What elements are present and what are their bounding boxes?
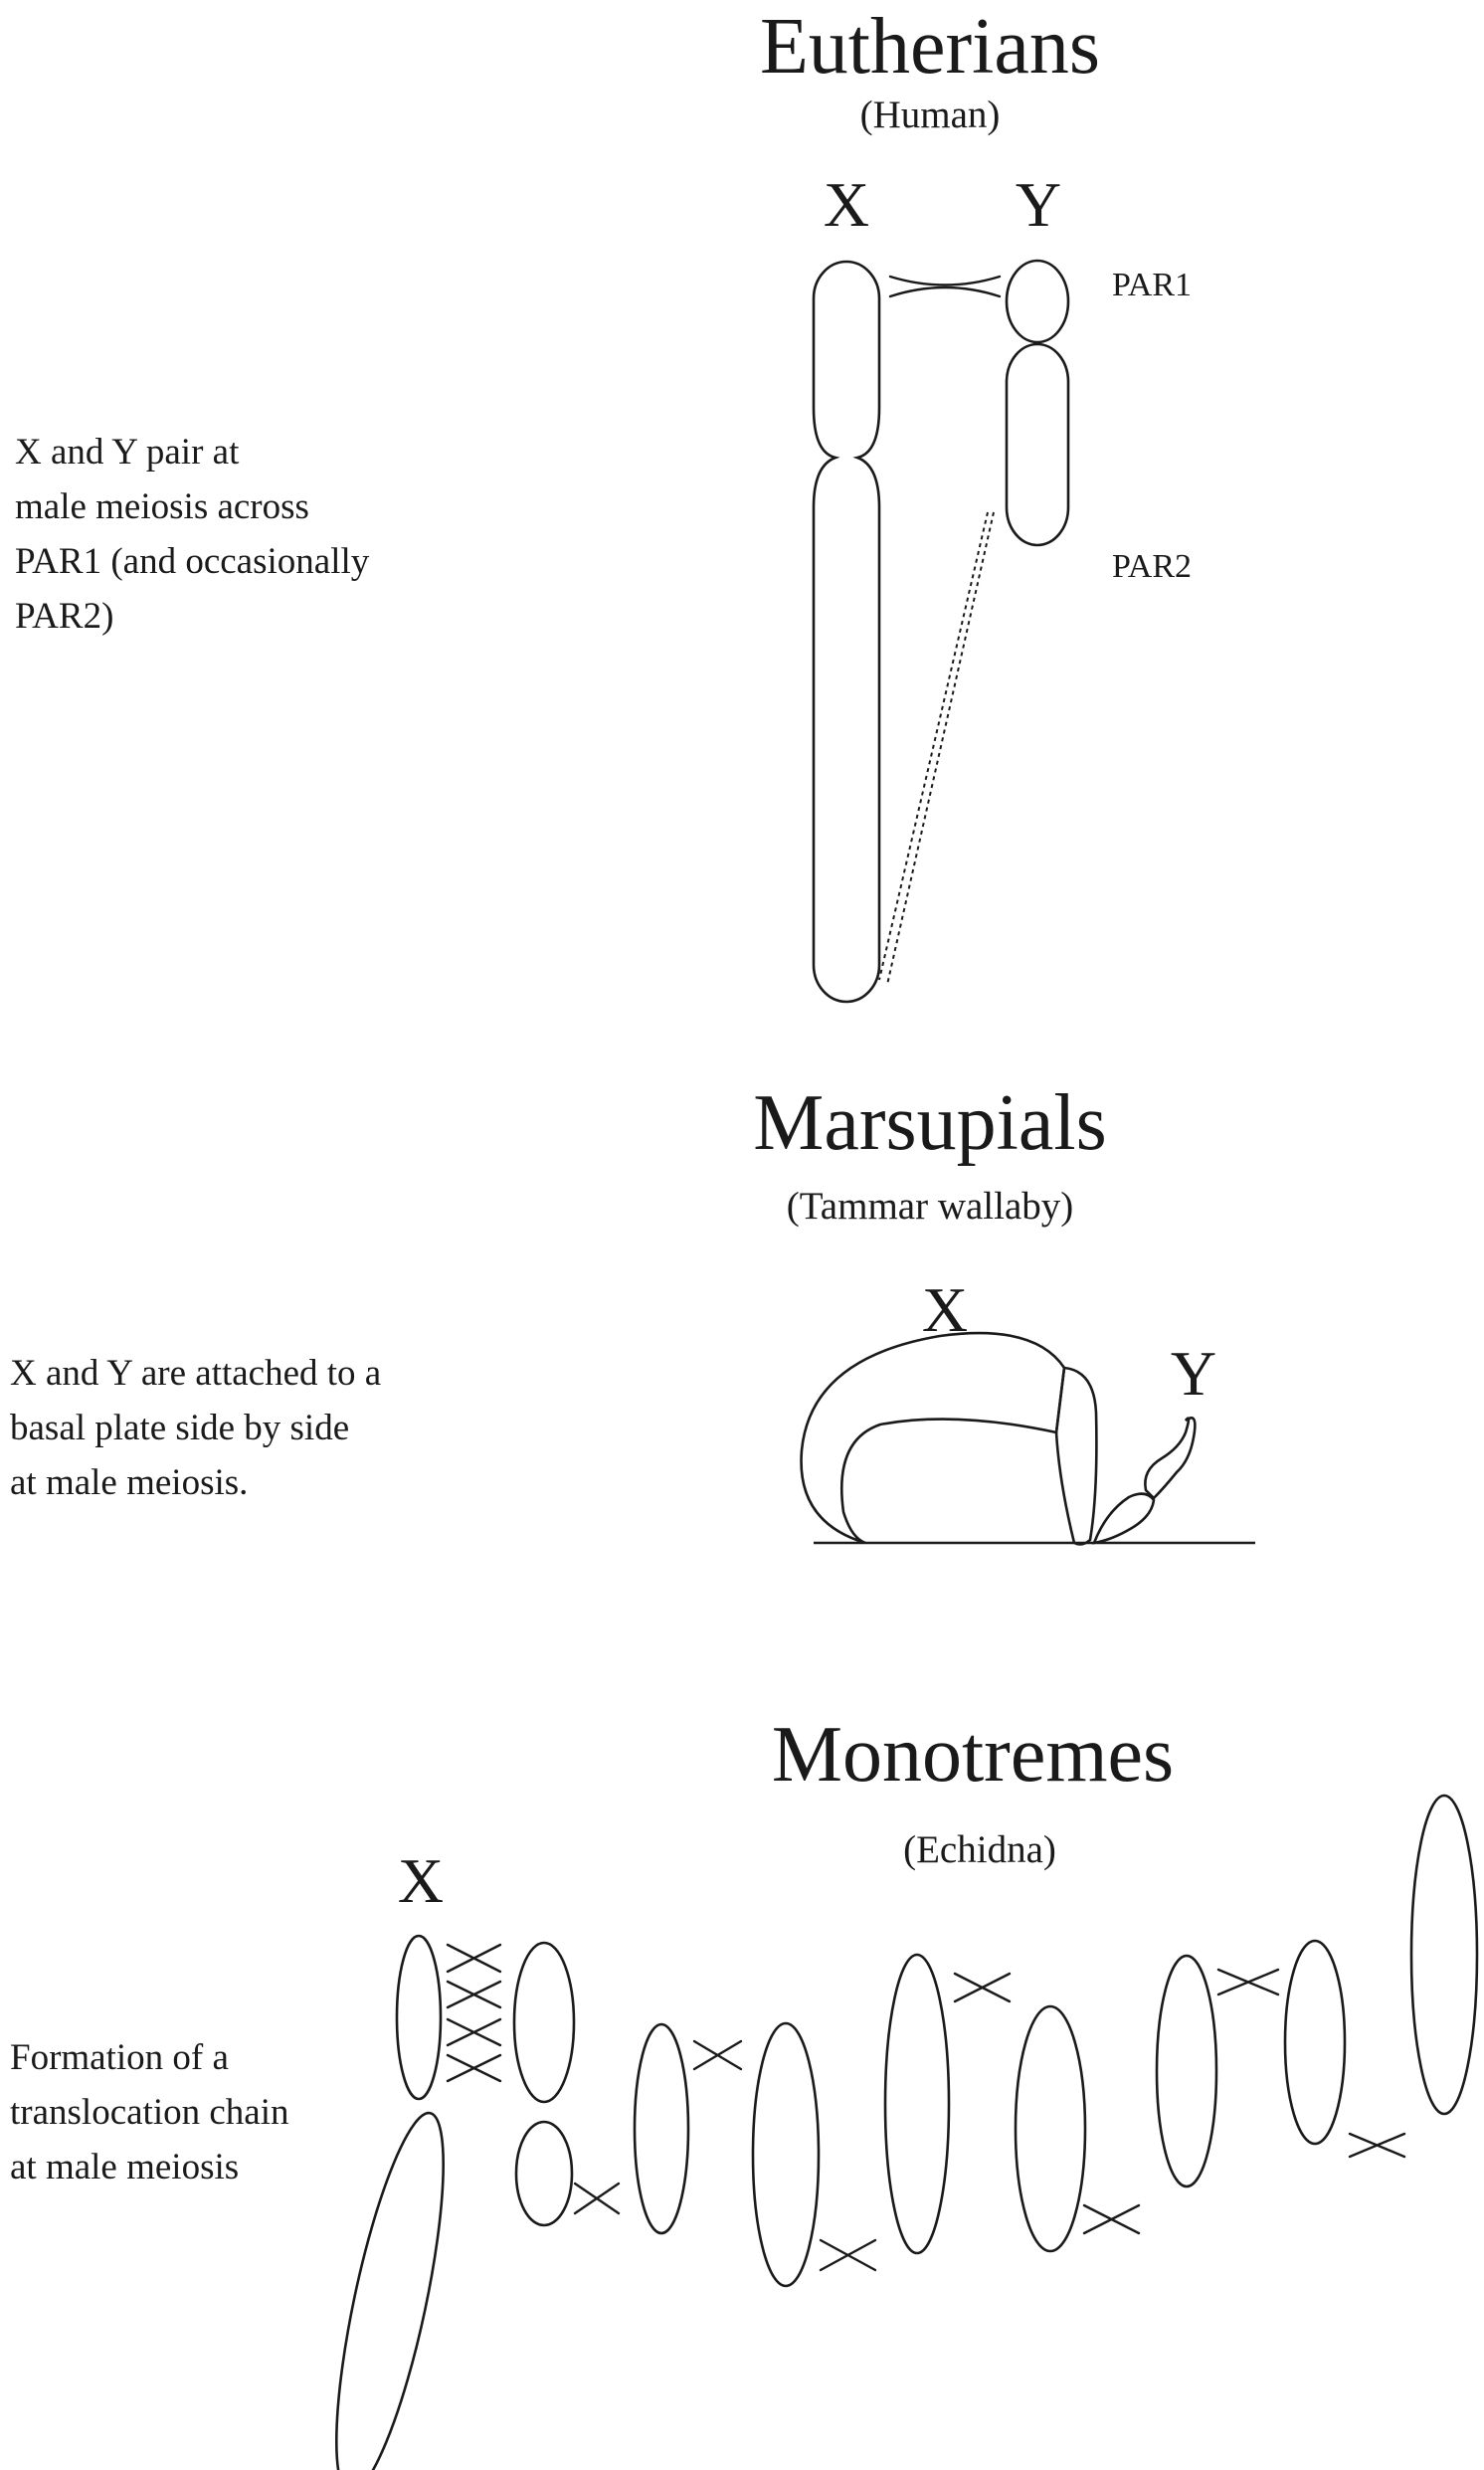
wallaby-y-long-arm [1145, 1418, 1195, 1498]
marsupials-title: Marsupials [753, 1079, 1107, 1167]
eutherians-x-label: X [824, 169, 869, 240]
chain-chromosome [1285, 1941, 1345, 2144]
wallaby-y-chromosome [1094, 1494, 1154, 1543]
chain-chromosome [514, 1943, 574, 2102]
monotremes-section: Monotremes (Echidna) X Formation of a tr… [10, 1711, 1477, 2470]
chiasma-icon [1350, 2134, 1404, 2157]
eutherians-title: Eutherians [760, 3, 1100, 91]
chiasma-icon [821, 2240, 875, 2270]
marsupials-section: Marsupials (Tammar wallaby) X Y X and Y … [10, 1079, 1255, 1544]
wallaby-x-chromosome [802, 1333, 1064, 1543]
chiasma-icon [955, 1974, 1010, 2001]
marsupials-description-line: at male meiosis. [10, 1462, 248, 1503]
marsupials-description-line: basal plate side by side [10, 1408, 349, 1448]
monotremes-species: (Echidna) [903, 1828, 1056, 1871]
chiasma-icon [575, 2184, 619, 2213]
x-y1-chiasmata-icon [448, 1945, 500, 2081]
monotremes-description-line: Formation of a [10, 2037, 229, 2078]
chain-chromosome [516, 2122, 572, 2225]
chiasma-icon [1218, 1970, 1278, 1995]
chain-chromosome [1411, 1796, 1477, 2114]
marsupials-y-label: Y [1171, 1338, 1216, 1409]
human-y-short-arm [1007, 261, 1068, 342]
eutherians-section: Eutherians (Human) X Y PAR1 PAR2 X and Y… [15, 3, 1192, 1002]
marsupials-species: (Tammar wallaby) [787, 1185, 1074, 1228]
monotremes-description-line: translocation chain [10, 2092, 288, 2133]
chain-x-long-arm [314, 2106, 465, 2470]
eutherians-description-line: PAR1 (and occasionally [15, 541, 370, 582]
monotremes-description: Formation of a translocation chain at ma… [10, 2037, 298, 2187]
chain-chromosome [885, 1955, 949, 2253]
par2-dotted-pairing [879, 512, 994, 985]
eutherians-description-line: PAR2) [15, 596, 113, 637]
monotremes-x-label: X [398, 1845, 444, 1916]
chain-chromosome [1016, 2006, 1085, 2251]
par1-chiasma-icon [890, 277, 1000, 296]
chain-x-short-arm [397, 1936, 441, 2099]
human-x-chromosome [814, 262, 879, 1002]
chain-chromosome [635, 2024, 688, 2233]
eutherians-y-label: Y [1016, 169, 1061, 240]
wallaby-x-short-arm [1056, 1368, 1096, 1544]
eutherians-description-line: X and Y pair at [15, 432, 240, 473]
chain-chromosome [1157, 1956, 1216, 2186]
chain-chromosome [753, 2023, 819, 2286]
monotremes-title: Monotremes [772, 1711, 1174, 1799]
eutherians-description: X and Y pair at male meiosis across PAR1… [15, 432, 379, 637]
par1-label: PAR1 [1112, 267, 1192, 303]
par2-label: PAR2 [1112, 548, 1192, 585]
chiasma-icon [1084, 2205, 1139, 2233]
monotremes-description-line: at male meiosis [10, 2147, 239, 2187]
marsupials-description: X and Y are attached to a basal plate si… [10, 1353, 390, 1503]
marsupials-description-line: X and Y are attached to a [10, 1353, 381, 1394]
human-y-long-arm [1007, 344, 1068, 545]
eutherians-description-line: male meiosis across [15, 486, 309, 527]
eutherians-species: (Human) [860, 94, 1001, 136]
chiasma-icon [694, 2041, 741, 2069]
